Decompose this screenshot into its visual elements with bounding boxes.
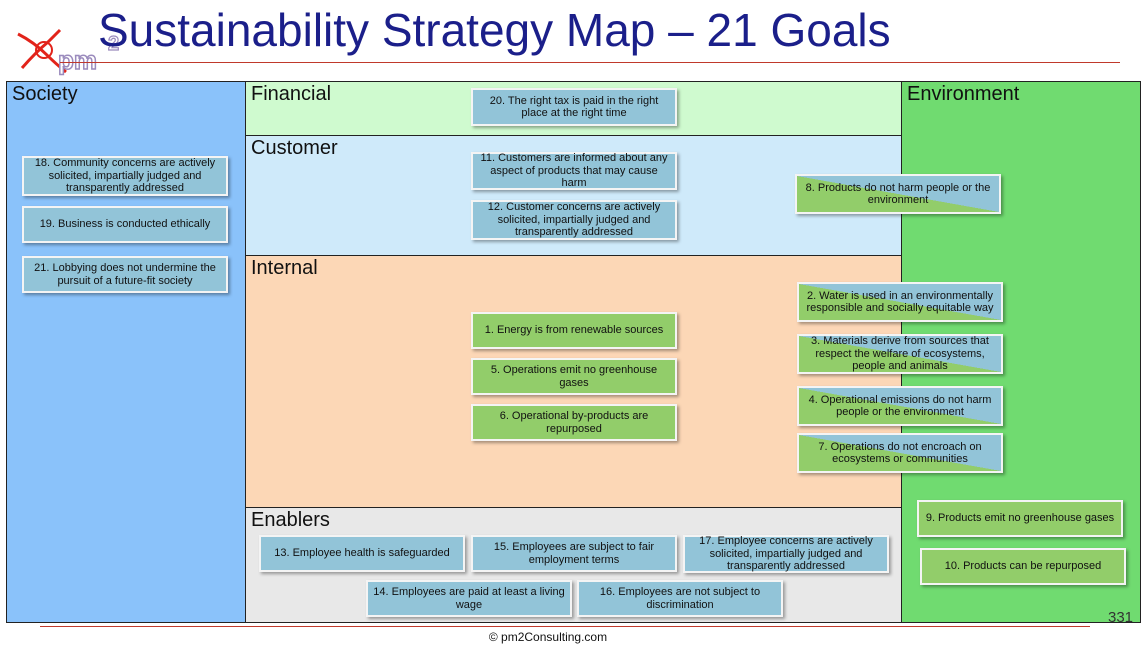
svg-text:pm: pm: [58, 45, 97, 75]
title-divider: [60, 62, 1120, 63]
goal-16: 16. Employees are not subject to discrim…: [577, 580, 783, 617]
region-label-environment: Environment: [907, 83, 1020, 105]
goal-12: 12. Customer concerns are actively solic…: [471, 200, 677, 240]
logo: pm 2: [14, 22, 139, 78]
region-label-customer: Customer: [251, 137, 338, 159]
goal-11: 11. Customers are informed about any asp…: [471, 152, 677, 190]
svg-text:2: 2: [108, 33, 119, 55]
goal-14: 14. Employees are paid at least a living…: [366, 580, 572, 617]
region-label-society: Society: [12, 83, 78, 105]
page-number: 331: [1108, 612, 1134, 624]
pm2-logo-icon: pm 2: [17, 28, 120, 76]
region-label-financial: Financial: [251, 83, 332, 105]
goal-3: 3. Materials derive from sources that re…: [797, 334, 1003, 374]
goal-15: 15. Employees are subject to fair employ…: [471, 535, 677, 572]
goal-21: 21. Lobbying does not undermine the purs…: [22, 256, 228, 293]
goal-19: 19. Business is conducted ethically: [22, 206, 228, 243]
region-label-internal: Internal: [251, 257, 318, 279]
goal-20: 20. The right tax is paid in the right p…: [471, 88, 677, 126]
footer-copyright: © pm2Consulting.com: [488, 630, 608, 644]
goal-2: 2. Water is used in an environmentally r…: [797, 282, 1003, 322]
slide-title: Sustainability Strategy Map – 21 Goals: [98, 4, 891, 56]
goal-7: 7. Operations do not encroach on ecosyst…: [797, 433, 1003, 473]
goal-9: 9. Products emit no greenhouse gases: [917, 500, 1123, 537]
goal-17: 17. Employee concerns are actively solic…: [683, 535, 889, 573]
goal-5: 5. Operations emit no greenhouse gases: [471, 358, 677, 395]
region-label-enablers: Enablers: [251, 509, 330, 531]
goal-13: 13. Employee health is safeguarded: [259, 535, 465, 572]
goal-8: 8. Products do not harm people or the en…: [795, 174, 1001, 214]
goal-10: 10. Products can be repurposed: [920, 548, 1126, 585]
footer-divider: [40, 626, 1090, 627]
goal-6: 6. Operational by-products are repurpose…: [471, 404, 677, 441]
goal-4: 4. Operational emissions do not harm peo…: [797, 386, 1003, 426]
goal-18: 18. Community concerns are actively soli…: [22, 156, 228, 196]
goal-1: 1. Energy is from renewable sources: [471, 312, 677, 349]
